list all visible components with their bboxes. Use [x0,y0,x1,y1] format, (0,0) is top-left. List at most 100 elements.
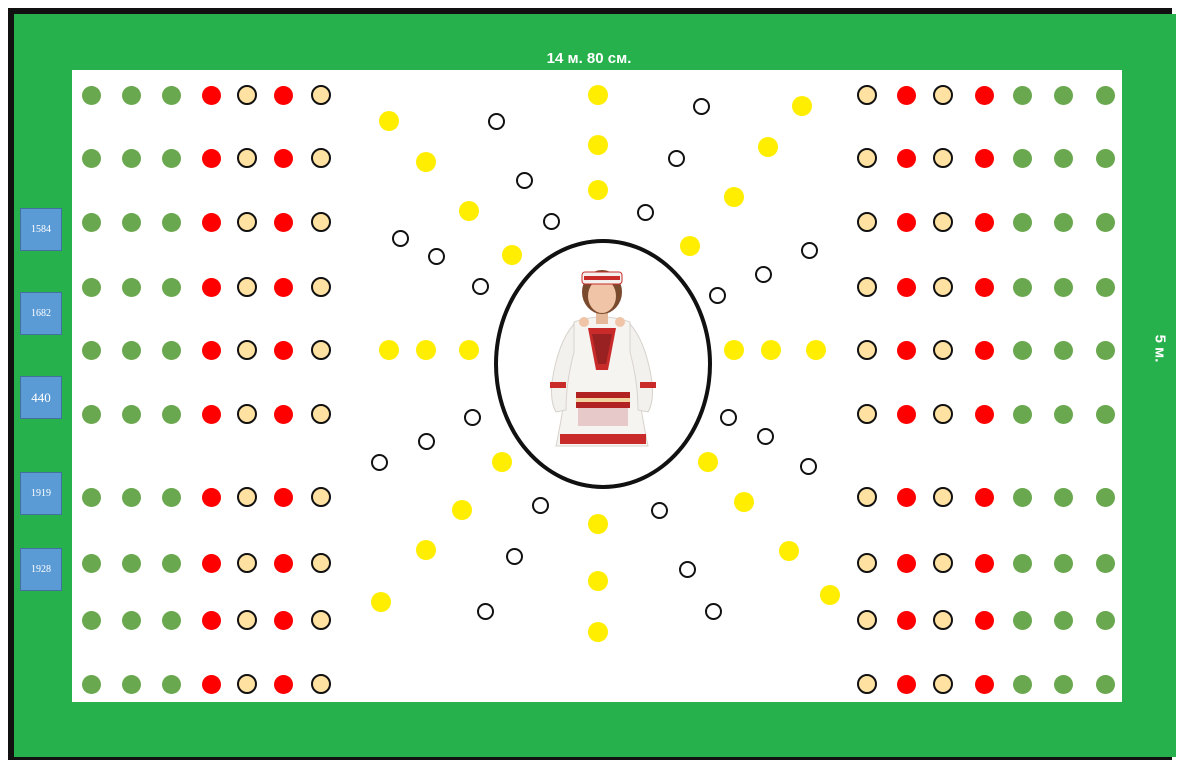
tan-seat-dot [237,85,257,105]
yellow-seat-dot [734,492,754,512]
ring-seat-dot [392,230,409,247]
tan-seat-dot [857,610,877,630]
red-seat-dot [274,86,293,105]
red-seat-dot [202,405,221,424]
ring-seat-dot [543,213,560,230]
tan-seat-dot [311,277,331,297]
green-seat-dot [1054,554,1073,573]
red-seat-dot [897,675,916,694]
yellow-seat-dot [758,137,778,157]
yellow-seat-dot [588,571,608,591]
green-seat-dot [162,86,181,105]
dancer-image [544,252,660,448]
red-seat-dot [975,341,994,360]
yellow-seat-dot [492,452,512,472]
yellow-seat-dot [698,452,718,472]
green-seat-dot [162,611,181,630]
red-seat-dot [897,213,916,232]
green-seat-dot [1096,405,1115,424]
green-seat-dot [1096,341,1115,360]
number-tag: 1682 [20,292,62,335]
green-seat-dot [82,278,101,297]
ring-seat-dot [755,266,772,283]
red-seat-dot [274,405,293,424]
tan-seat-dot [311,553,331,573]
red-seat-dot [202,554,221,573]
green-seat-dot [162,278,181,297]
ring-seat-dot [720,409,737,426]
tan-seat-dot [237,148,257,168]
green-seat-dot [1013,86,1032,105]
tan-seat-dot [857,340,877,360]
green-seat-dot [1096,213,1115,232]
tan-seat-dot [237,674,257,694]
green-seat-dot [1054,149,1073,168]
green-seat-dot [122,611,141,630]
green-seat-dot [1013,149,1032,168]
tan-seat-dot [237,553,257,573]
tan-seat-dot [933,487,953,507]
green-seat-dot [1013,611,1032,630]
tan-seat-dot [933,610,953,630]
yellow-seat-dot [761,340,781,360]
yellow-seat-dot [792,96,812,116]
ring-seat-dot [801,242,818,259]
green-seat-dot [162,405,181,424]
tan-seat-dot [857,148,877,168]
green-seat-dot [122,213,141,232]
ring-seat-dot [516,172,533,189]
tan-seat-dot [857,487,877,507]
green-seat-dot [82,149,101,168]
red-seat-dot [975,675,994,694]
red-seat-dot [202,341,221,360]
green-seat-dot [1054,405,1073,424]
red-seat-dot [897,554,916,573]
tan-seat-dot [933,85,953,105]
red-seat-dot [975,86,994,105]
green-seat-dot [1054,341,1073,360]
green-seat-dot [122,405,141,424]
green-seat-dot [122,341,141,360]
green-seat-dot [1013,341,1032,360]
yellow-seat-dot [724,187,744,207]
green-seat-dot [122,149,141,168]
green-seat-dot [1054,86,1073,105]
green-seat-dot [82,86,101,105]
ring-seat-dot [637,204,654,221]
tan-seat-dot [857,674,877,694]
green-seat-dot [1054,611,1073,630]
yellow-seat-dot [806,340,826,360]
ring-seat-dot [679,561,696,578]
tan-seat-dot [857,553,877,573]
green-seat-dot [162,554,181,573]
tan-seat-dot [933,277,953,297]
yellow-seat-dot [588,135,608,155]
green-seat-dot [1013,213,1032,232]
red-seat-dot [202,611,221,630]
ring-seat-dot [668,150,685,167]
number-tag: 1928 [20,548,62,591]
green-seat-dot [122,488,141,507]
yellow-seat-dot [452,500,472,520]
ring-seat-dot [532,497,549,514]
green-seat-dot [1096,86,1115,105]
yellow-seat-dot [502,245,522,265]
red-seat-dot [975,278,994,297]
red-seat-dot [274,341,293,360]
red-seat-dot [202,86,221,105]
red-seat-dot [274,611,293,630]
green-seat-dot [82,341,101,360]
yellow-seat-dot [588,622,608,642]
tan-seat-dot [933,674,953,694]
red-seat-dot [897,278,916,297]
red-seat-dot [202,488,221,507]
green-seat-dot [82,554,101,573]
tan-seat-dot [311,610,331,630]
tan-seat-dot [311,340,331,360]
number-tag: 1584 [20,208,62,251]
green-seat-dot [122,554,141,573]
tan-seat-dot [237,212,257,232]
red-seat-dot [274,488,293,507]
tan-seat-dot [311,487,331,507]
ring-seat-dot [488,113,505,130]
